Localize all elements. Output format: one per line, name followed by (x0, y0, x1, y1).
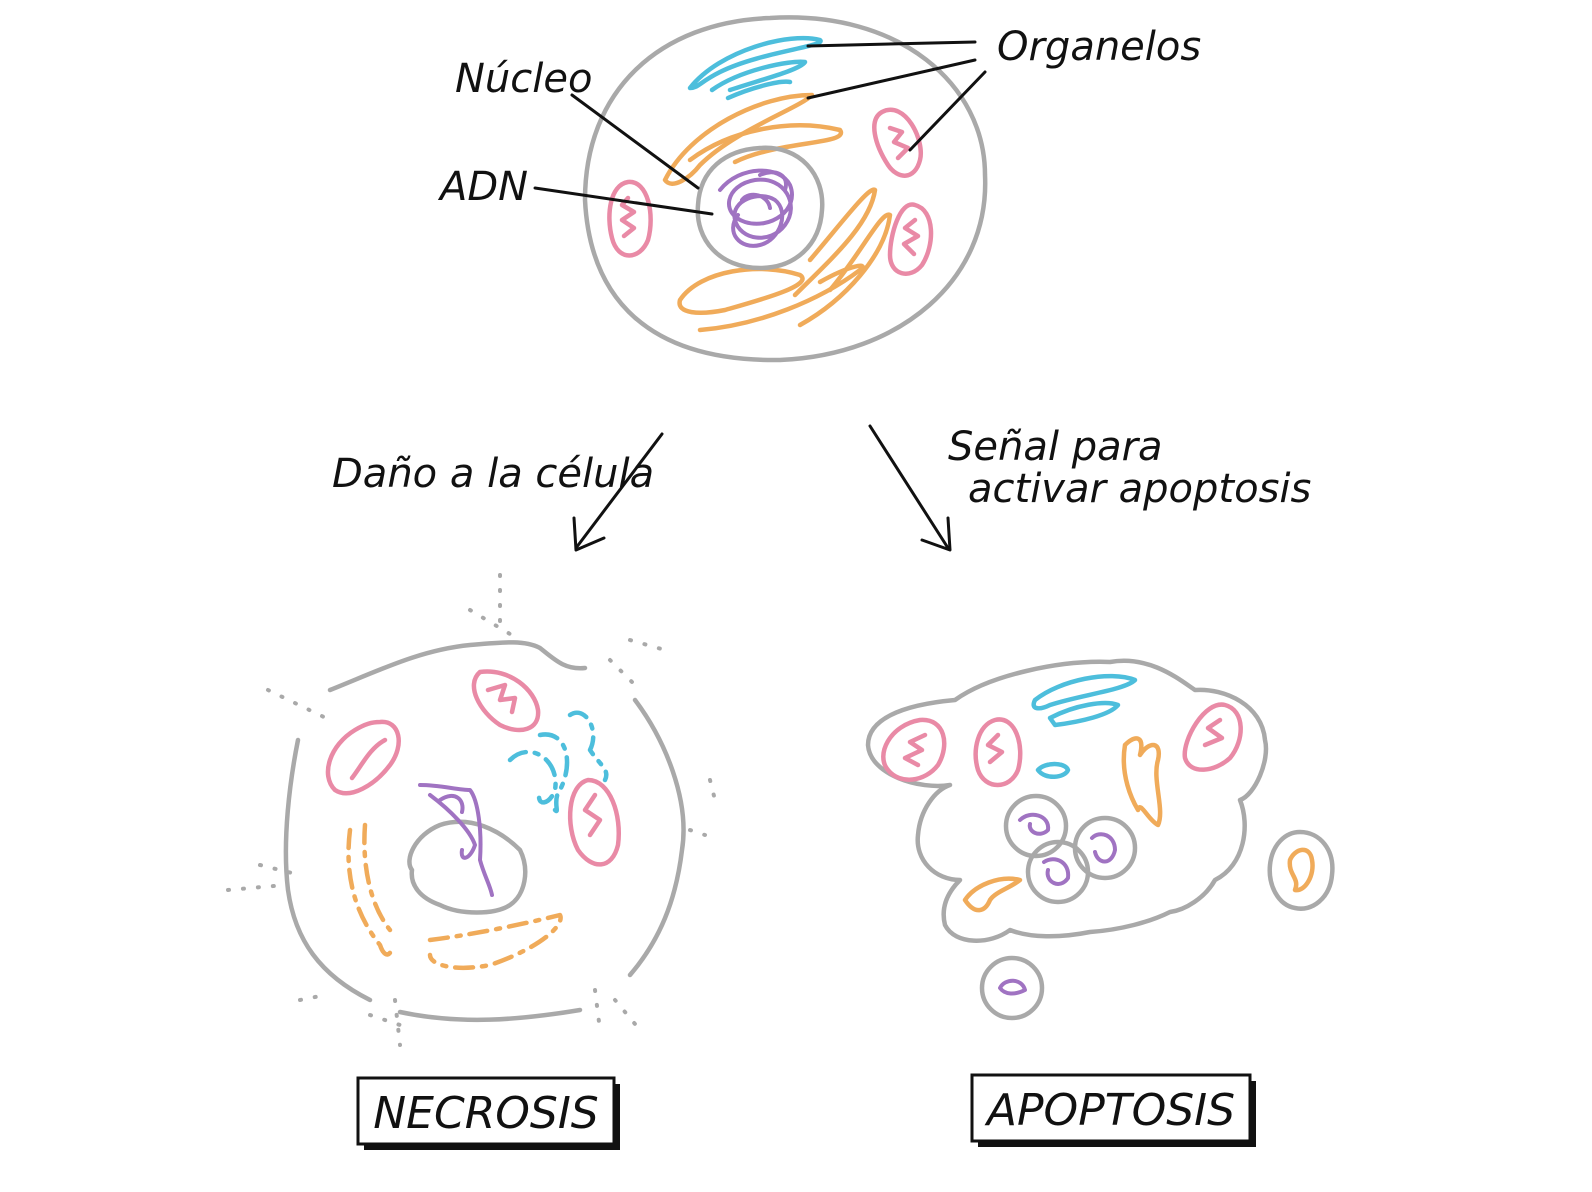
healthy-dna (718, 168, 794, 248)
apoptosis-box-frame (970, 1073, 1252, 1143)
arrow-right-head (920, 516, 952, 552)
apoptotic-body-detached-1-golgi (1287, 847, 1315, 893)
label-damage: Daño a la célula (332, 451, 654, 497)
apoptosis-mito-2-cristae (985, 732, 1005, 765)
healthy-er-3 (725, 79, 793, 101)
necrosis-mito-2 (471, 669, 541, 733)
necrosis-dna (418, 783, 494, 897)
apoptosis-mito-1-cristae (902, 732, 928, 768)
apoptosis-title: APOPTOSIS (984, 1085, 1235, 1136)
necrosis-mito-1-cristae (349, 737, 388, 781)
arrow-left (572, 432, 664, 552)
necrosis-golgi-2 (362, 822, 393, 933)
organelles-pointer-golgi (806, 58, 977, 100)
necrosis-mito-1 (325, 719, 401, 796)
apoptosis-er-1 (1031, 673, 1138, 711)
necrosis-golgi-3 (427, 912, 563, 970)
necrosis-er-2 (537, 732, 570, 814)
healthy-cell (582, 15, 988, 363)
necrosis-debris-1 (266, 573, 522, 722)
necrosis-membrane-top (327, 640, 588, 693)
healthy-nucleus (695, 145, 825, 271)
apoptosis-cell (865, 658, 1335, 1021)
apoptosis-box: APOPTOSIS (970, 1073, 1256, 1147)
necrosis-membrane-left (283, 737, 373, 1003)
apoptosis-golgi-2 (962, 876, 1023, 913)
healthy-mito-right-bottom-cristae (901, 217, 921, 257)
arrow-left-head (572, 516, 606, 552)
necrosis-mito-3-cristae (582, 792, 603, 838)
healthy-golgi-3 (677, 266, 805, 315)
healthy-mito-right-top (872, 107, 924, 178)
apoptotic-body-3-dna (1042, 857, 1071, 886)
healthy-mito-right-bottom (887, 202, 934, 276)
healthy-golgi-5 (792, 187, 878, 298)
necrosis-box-frame (356, 1076, 616, 1146)
label-organelles: Organelos (997, 24, 1201, 70)
apoptosis-mito-3 (1182, 702, 1243, 772)
arrow-right-shaft (868, 424, 950, 550)
apoptosis-golgi-1 (1121, 736, 1163, 828)
healthy-golgi-6 (797, 212, 893, 328)
apoptosis-membrane (865, 658, 1269, 943)
necrosis-er-3 (567, 710, 609, 783)
label-signal-1: Señal para (948, 424, 1163, 470)
necrosis-nucleus (407, 819, 528, 915)
healthy-cell-membrane (582, 15, 988, 363)
arrow-right (868, 424, 952, 552)
necrosis-mito-3 (567, 777, 621, 867)
healthy-mito-left (607, 179, 653, 258)
apoptosis-er-3 (1035, 761, 1071, 779)
necrosis-cell (226, 573, 717, 1047)
apoptosis-mito-1 (881, 717, 947, 782)
healthy-golgi-1 (662, 92, 815, 186)
apoptosis-er-2 (1047, 700, 1121, 728)
necrosis-debris-4 (368, 988, 642, 1047)
healthy-mito-right-top-cristae (887, 125, 911, 161)
label-signal-2: activar apoptosis (968, 466, 1311, 512)
necrosis-membrane-bottom (397, 1007, 583, 1023)
healthy-dna-knot (740, 170, 788, 210)
necrosis-debris-2 (608, 638, 717, 837)
callout-lines (533, 40, 987, 216)
apoptosis-mito-2 (973, 717, 1023, 788)
necrosis-debris-3 (226, 863, 327, 1002)
healthy-er-2 (709, 59, 808, 93)
label-nucleus: Núcleo (455, 56, 592, 102)
necrosis-golgi-1 (346, 827, 395, 957)
apoptotic-body-3 (1025, 839, 1091, 905)
apoptotic-body-1-dna (1018, 812, 1051, 836)
nucleus-pointer (570, 93, 700, 190)
apoptotic-body-detached-2-dna (998, 978, 1027, 996)
apoptotic-body-1 (1003, 793, 1069, 859)
dna-pointer (533, 186, 714, 216)
necrosis-title: NECROSIS (373, 1088, 598, 1139)
apoptotic-body-2-dna (1090, 832, 1117, 864)
healthy-mito-left-cristae (619, 195, 637, 239)
organelles-pointer-er (806, 40, 977, 48)
label-dna: ADN (437, 164, 528, 210)
organelles-pointer-mito (908, 70, 987, 152)
arrow-left-shaft (574, 432, 664, 550)
apoptotic-body-2 (1072, 815, 1138, 881)
apoptotic-body-detached-2 (979, 955, 1045, 1021)
necrosis-membrane-right (627, 697, 686, 978)
necrosis-er-1 (507, 749, 558, 805)
apoptosis-mito-3-cristae (1202, 717, 1225, 748)
apoptotic-body-detached-1 (1267, 829, 1335, 911)
necrosis-box: NECROSIS (356, 1076, 620, 1150)
necrosis-mito-2-cristae (485, 682, 518, 715)
